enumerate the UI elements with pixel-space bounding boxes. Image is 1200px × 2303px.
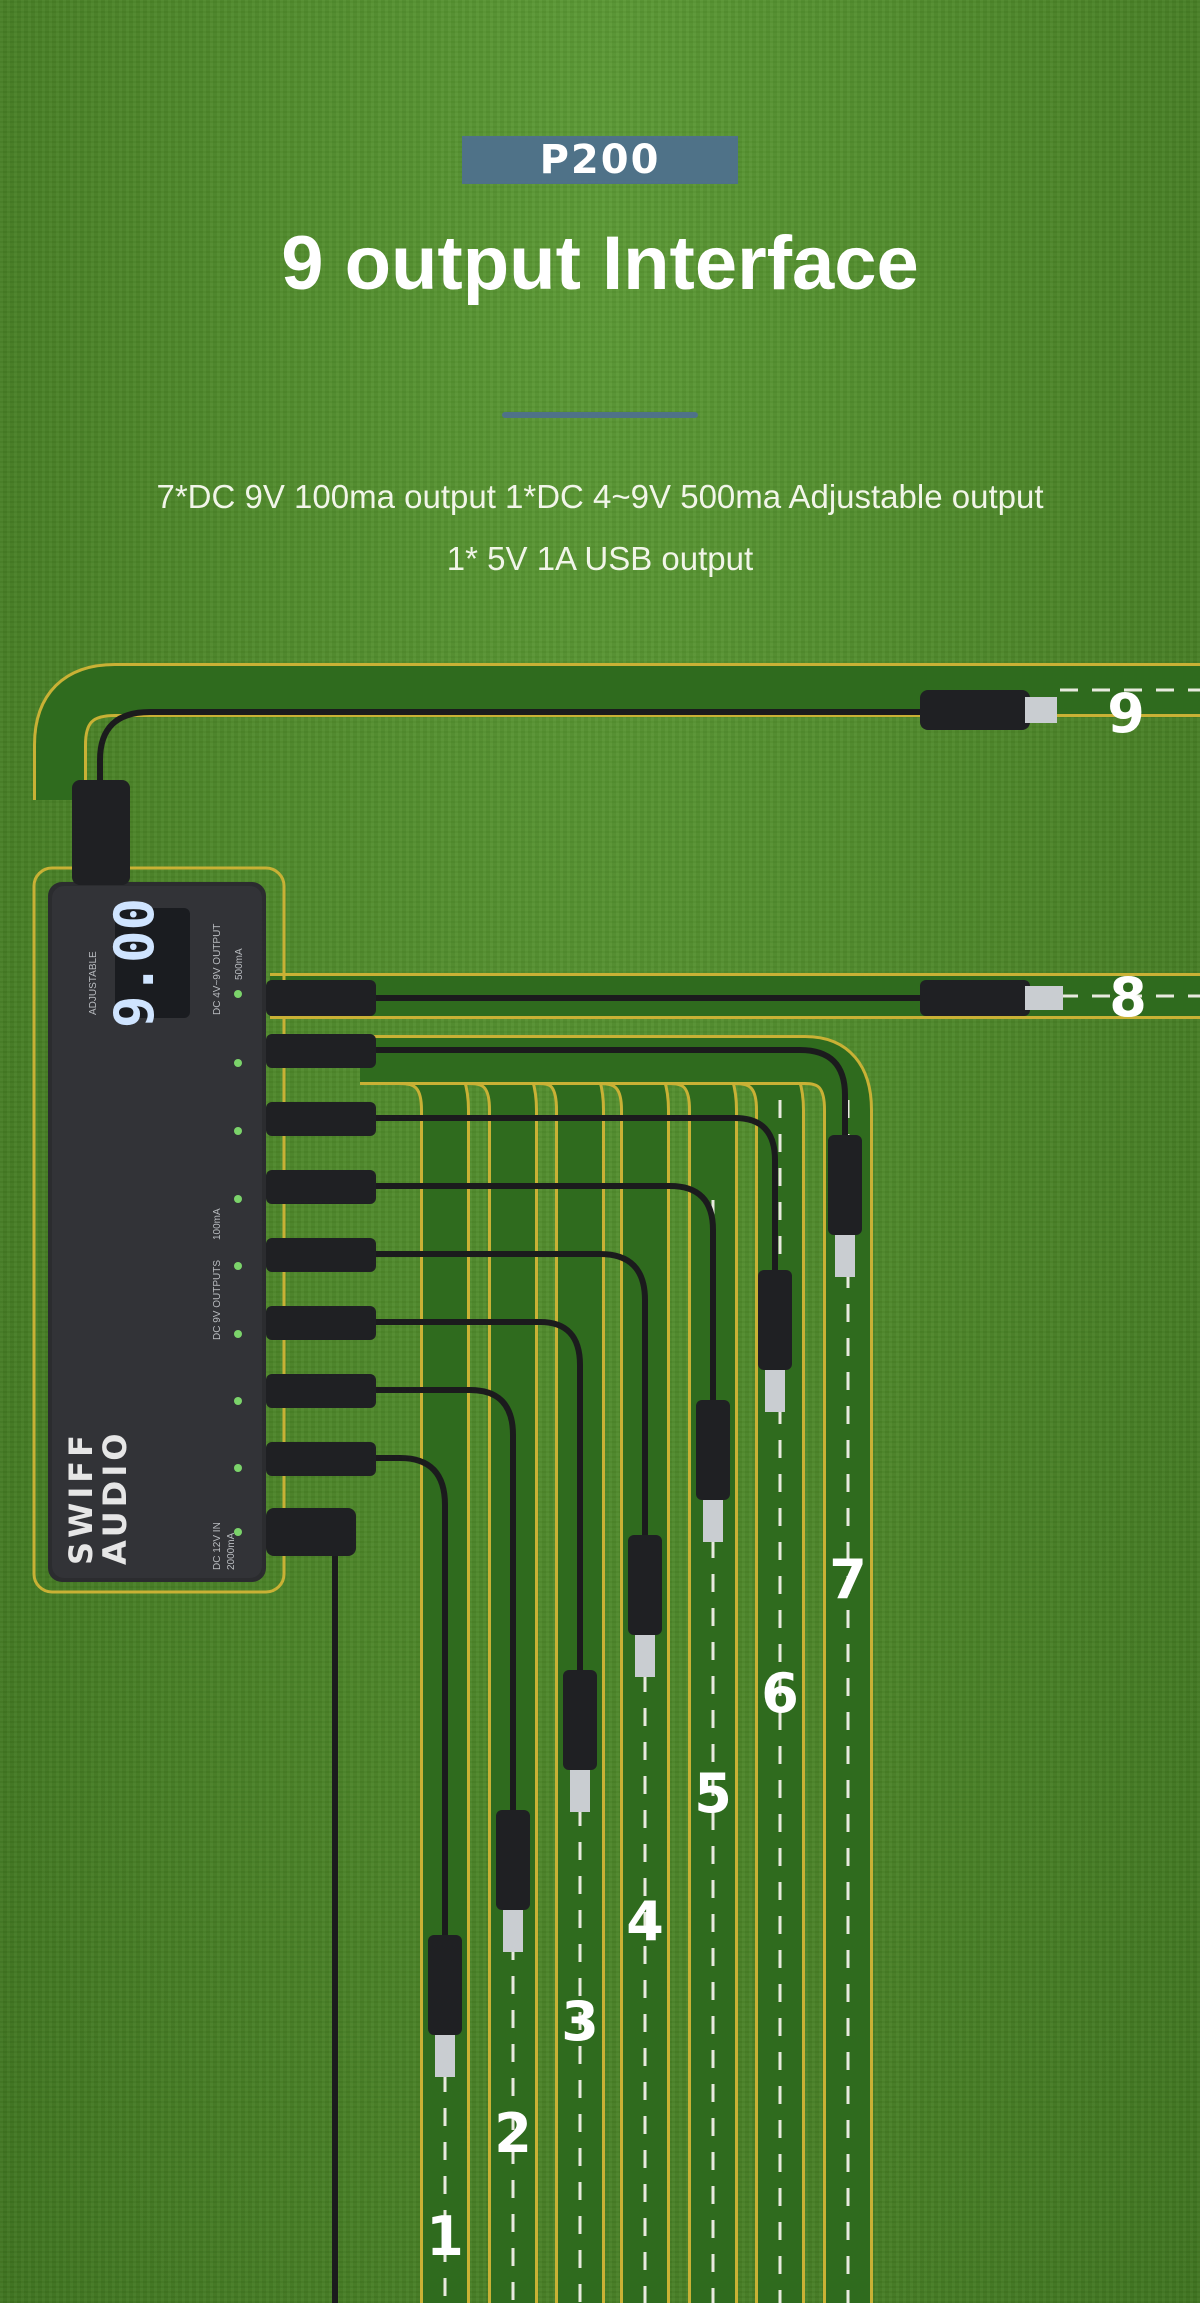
connectors-far-side: [428, 1135, 862, 2077]
track-9: [33, 663, 1200, 800]
label-input-current: 2000mA: [226, 1532, 237, 1570]
connectors-device-side: [266, 1034, 376, 1556]
cables-dc: [332, 1047, 848, 2303]
output-number-2: 2: [494, 2102, 532, 2165]
status-leds: [234, 990, 242, 1536]
brand-line-1: SWIFF: [62, 1431, 100, 1565]
spec-line-1: 7*DC 9V 100ma output 1*DC 4~9V 500ma Adj…: [156, 478, 1044, 515]
power-supply-device: 9.00 ADJUSTABLE DC 4V~9V OUTPUT 500mA 10…: [48, 882, 266, 1582]
output-number-9: 9: [1107, 682, 1145, 745]
label-100ma: 100mA: [212, 1208, 223, 1240]
page-title: 9 output Interface: [281, 221, 919, 306]
label-dc9v-outputs: DC 9V OUTPUTS: [212, 1260, 223, 1340]
title-divider: [502, 412, 698, 418]
cable-9: [72, 690, 1057, 885]
label-adjustable: ADJUSTABLE: [88, 951, 99, 1015]
output-number-1: 1: [426, 2205, 464, 2268]
label-input: DC 12V IN: [212, 1522, 223, 1570]
device-outline: [32, 866, 286, 1594]
output-number-6: 6: [761, 1662, 799, 1725]
voltage-display: [115, 908, 190, 1018]
output-number-5: 5: [694, 1762, 732, 1825]
brand-line-2: AUDIO: [96, 1430, 134, 1565]
output-number-3: 3: [561, 1990, 599, 2053]
output-number-8: 8: [1109, 966, 1147, 1029]
output-number-7: 7: [829, 1548, 867, 1611]
model-badge: P200: [462, 136, 738, 184]
cable-8: [266, 980, 1063, 1016]
display-value: 9.00: [103, 898, 166, 1028]
output-number-4: 4: [626, 1890, 664, 1953]
label-adj-output: DC 4V~9V OUTPUT: [212, 924, 223, 1015]
spec-line-2: 1* 5V 1A USB output: [446, 540, 754, 577]
label-500ma: 500mA: [234, 948, 245, 980]
